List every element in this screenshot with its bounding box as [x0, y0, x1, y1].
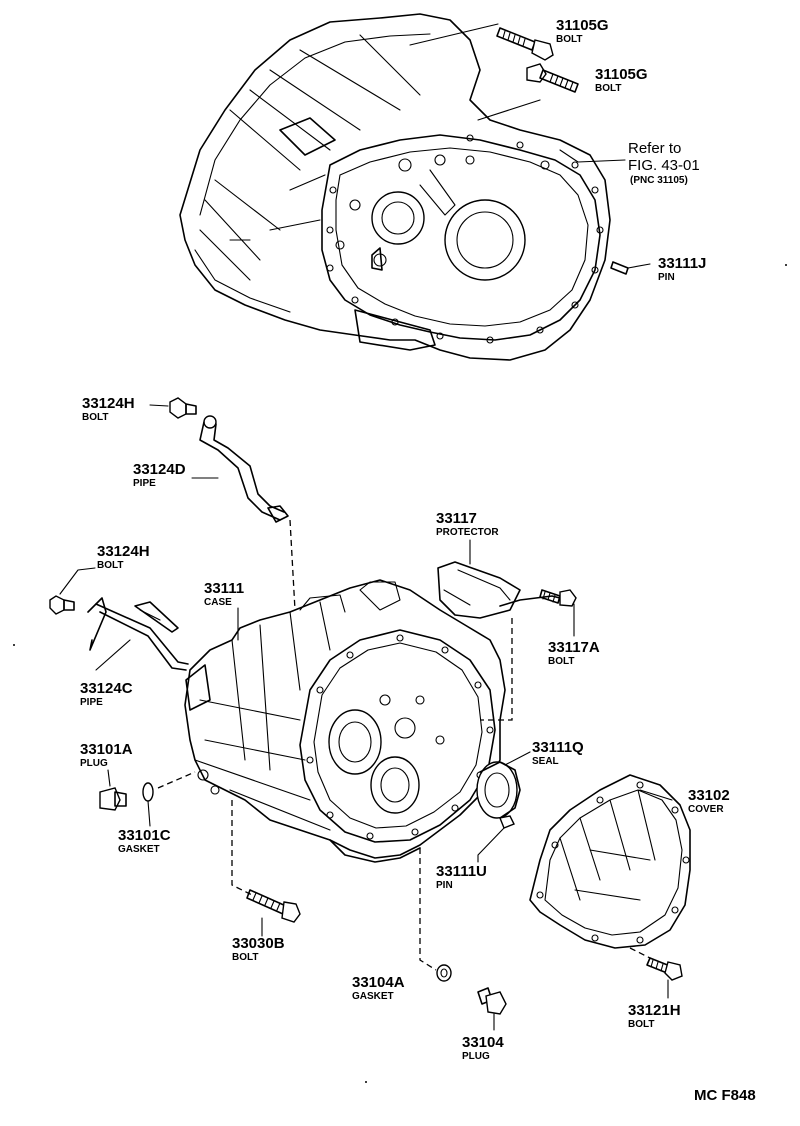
label-31105g-lower: 31105G BOLT: [595, 66, 648, 94]
label-33117a: 33117A BOLT: [548, 639, 600, 667]
plug-33104-part: [477, 987, 507, 1031]
label-33102: 33102 COVER: [688, 787, 730, 815]
part-name: BOLT: [595, 83, 621, 94]
cover-33102-part: [529, 774, 691, 949]
part-name: CASE: [204, 597, 232, 608]
label-33111: 33111 CASE: [204, 580, 244, 608]
part-number: 33104: [462, 1034, 504, 1051]
label-33101a: 33101A PLUG: [80, 741, 133, 769]
label-33124c: 33124C PIPE: [80, 680, 133, 708]
guide-pipe-to-case: [289, 519, 296, 611]
bolt-33124h-lower-part: [49, 567, 96, 615]
bolt-33121h-part: [629, 947, 683, 999]
label-33124h-lower: 33124H BOLT: [97, 543, 150, 571]
label-33111q: 33111Q SEAL: [532, 739, 584, 767]
gasket-33101c-part: [142, 782, 154, 827]
label-33030b: 33030B BOLT: [232, 935, 285, 963]
guide-bolt-33030b: [231, 800, 253, 896]
part-name: PIN: [436, 880, 453, 891]
part-name: BOLT: [628, 1019, 654, 1030]
label-33104: 33104 PLUG: [462, 1034, 504, 1062]
part-number: 31105G: [556, 17, 609, 34]
scan-dot: [785, 264, 787, 266]
part-name: BOLT: [556, 34, 582, 45]
part-name: PIN: [658, 272, 675, 283]
label-33121h: 33121H BOLT: [628, 1002, 681, 1030]
part-number: 33117A: [548, 639, 600, 656]
part-number: 33101C: [118, 827, 171, 844]
part-name: BOLT: [82, 412, 108, 423]
part-number: 33111: [204, 580, 244, 597]
clutch-housing-assembly: [179, 13, 611, 361]
label-33111j: 33111J PIN: [658, 255, 706, 283]
scan-dot: [13, 644, 15, 646]
case-33111-part: [184, 579, 506, 863]
pin-33111u-part: [477, 815, 515, 863]
part-number: 33111U: [436, 863, 487, 880]
reference-line-3: (PNC 31105): [630, 175, 688, 186]
part-number: 33121H: [628, 1002, 681, 1019]
part-name: PIPE: [80, 697, 103, 708]
plug-33101a-part: [99, 769, 127, 811]
protector-33117-part: [437, 561, 561, 619]
part-number: 33124C: [80, 680, 133, 697]
label-33124d: 33124D PIPE: [133, 461, 186, 489]
part-number: 33117: [436, 510, 477, 527]
bolt-33117a-part: [539, 589, 577, 637]
pipe-33124d-part: [199, 415, 289, 523]
part-name: PROTECTOR: [436, 527, 499, 538]
part-number: 33030B: [232, 935, 285, 952]
bolt-31105g-lower-part: [526, 63, 579, 93]
part-number: 33124D: [133, 461, 186, 478]
leader-31105g-a: [409, 23, 499, 46]
label-33104a: 33104A GASKET: [352, 974, 405, 1002]
label-33111u: 33111U PIN: [436, 863, 487, 891]
part-number: 33124H: [82, 395, 135, 412]
part-number: 33101A: [80, 741, 133, 758]
label-33117: 33117 PROTECTOR: [436, 510, 499, 538]
label-31105g-upper: 31105G BOLT: [556, 17, 609, 45]
part-name: PLUG: [80, 758, 108, 769]
bolt-33030b-part: [246, 889, 301, 923]
part-number: 33104A: [352, 974, 405, 991]
leader-31105g-b: [477, 99, 541, 121]
part-number: 33102: [688, 787, 730, 804]
part-number: 33111Q: [532, 739, 584, 756]
guide-gasket-to-case: [419, 848, 437, 971]
part-name: PLUG: [462, 1051, 490, 1062]
part-name: PIPE: [133, 478, 156, 489]
part-name: GASKET: [118, 844, 160, 855]
leader-ref: [559, 149, 626, 163]
bolt-31105g-upper-part: [496, 27, 554, 61]
gasket-33104a-part: [436, 964, 452, 982]
guide-protector-to-case: [480, 618, 513, 721]
part-name: BOLT: [232, 952, 258, 963]
part-number: 33124H: [97, 543, 150, 560]
part-name: BOLT: [97, 560, 123, 571]
reference-note: Refer to FIG. 43-01 (PNC 31105): [628, 140, 700, 186]
seal-33111q-part: [476, 751, 531, 819]
part-name: SEAL: [532, 756, 559, 767]
part-number: 31105G: [595, 66, 648, 83]
guide-plug-to-case: [157, 771, 196, 789]
bolt-33124h-upper-part: [149, 397, 197, 419]
reference-line-2: FIG. 43-01: [628, 157, 700, 174]
label-33101c: 33101C GASKET: [118, 827, 171, 855]
part-number: 33111J: [658, 255, 706, 272]
part-name: BOLT: [548, 656, 574, 667]
reference-line-1: Refer to: [628, 140, 681, 157]
figure-code: MC F848: [694, 1087, 756, 1104]
pin-33111j-part: [610, 261, 651, 275]
scan-dot: [365, 1081, 367, 1083]
label-33124h-upper: 33124H BOLT: [82, 395, 135, 423]
part-name: COVER: [688, 804, 724, 815]
part-name: GASKET: [352, 991, 394, 1002]
pipe-33124c-part: [87, 597, 189, 671]
